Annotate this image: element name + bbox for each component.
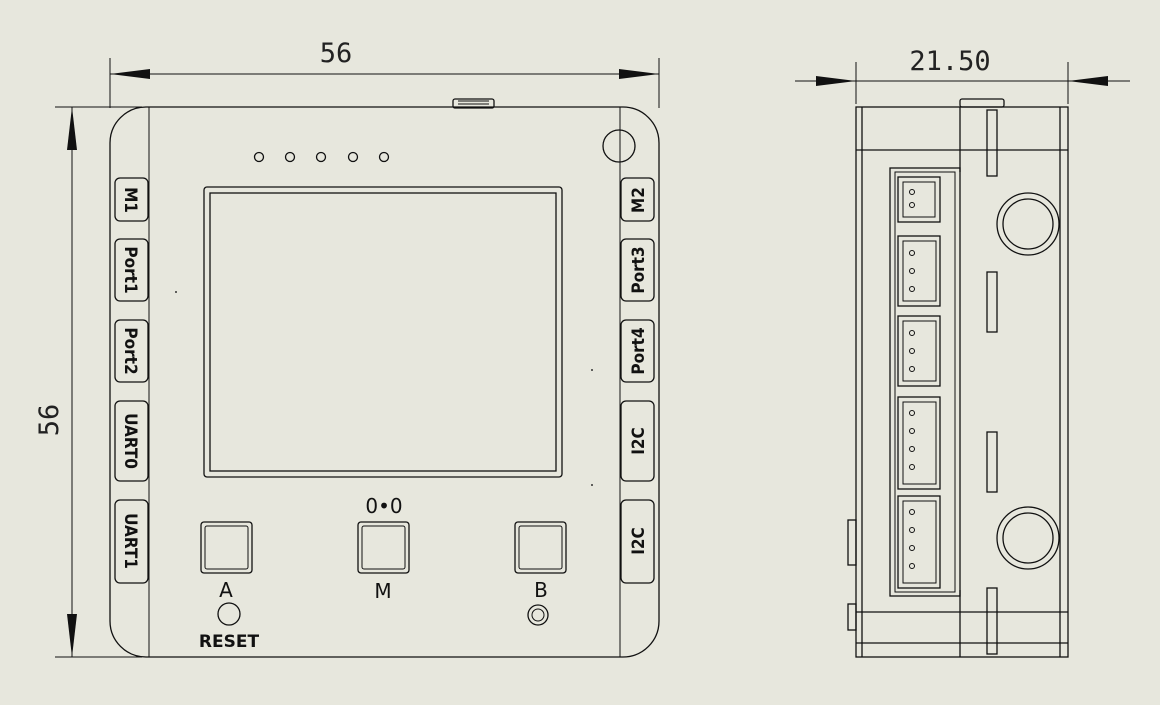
side-hole-top (996, 192, 1060, 256)
reset-label: RESET (199, 632, 260, 652)
side-body (855, 106, 1069, 658)
port-label-i2c-a: I2C (629, 427, 649, 455)
port-label-port3: Port3 (629, 246, 649, 293)
front-width-dimension: 56 (109, 38, 660, 108)
port-label-port2: Port2 (120, 327, 140, 374)
right-port-tabs: M2 Port3 Port4 I2C I2C (620, 177, 655, 584)
led-b (527, 604, 549, 626)
screen (203, 186, 563, 478)
front-height-value: 56 (34, 404, 65, 437)
device-body (109, 106, 660, 658)
led-row (253, 151, 390, 163)
front-height-dimension: 56 (34, 106, 142, 658)
side-connectors (897, 176, 941, 589)
button-a-label: A (219, 578, 233, 602)
left-port-tabs: M1 Port1 Port2 UART0 UART1 (114, 177, 149, 584)
side-width-dimension: 21.50 (795, 46, 1130, 104)
button-a: A (200, 521, 253, 602)
side-width-value: 21.50 (909, 46, 990, 77)
button-b: B (514, 521, 567, 626)
button-b-label: B (534, 578, 548, 602)
front-width-value: 56 (320, 38, 353, 69)
port-label-port4: Port4 (629, 327, 649, 374)
port-label-i2c-b: I2C (629, 527, 649, 555)
button-m: M 0•0 (357, 494, 410, 603)
side-hole-bottom (996, 506, 1060, 570)
side-view: 21.50 (795, 46, 1130, 658)
button-m-label: M (374, 579, 391, 603)
mounting-hole (602, 129, 636, 163)
button-m-symbol: 0•0 (365, 494, 402, 518)
port-label-m2: M2 (629, 187, 649, 213)
port-label-m1: M1 (120, 187, 140, 213)
reset-hole (217, 602, 241, 626)
front-view: 56 56 (34, 38, 660, 658)
port-label-uart1: UART1 (120, 513, 140, 569)
port-label-uart0: UART0 (120, 413, 140, 469)
port-label-port1: Port1 (120, 246, 140, 293)
